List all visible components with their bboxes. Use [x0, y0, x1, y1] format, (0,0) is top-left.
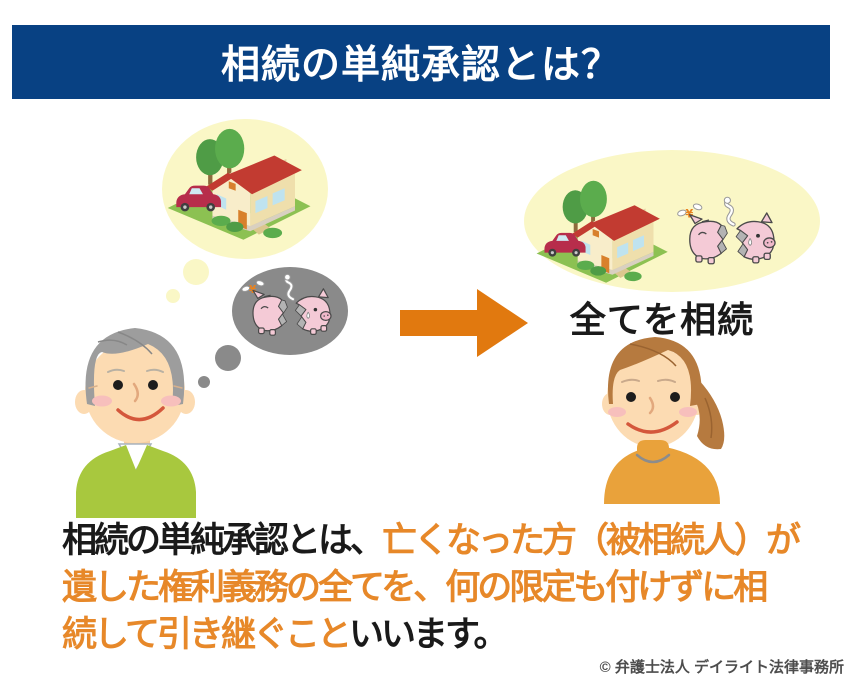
heir-woman-illustration [602, 337, 725, 504]
definition-paragraph: 相続の単純承認とは、亡くなった方（被相続人）が 遺した権利義務の全てを、何の限定… [62, 517, 822, 658]
title-bar: 相続の単純承認とは？ [12, 25, 830, 99]
result-label: 全てを相続 [569, 299, 755, 340]
arrow-right-icon [400, 289, 528, 357]
definition-orange-line2: 遺した権利義務の全てを、何の限定も付けずに相 [62, 568, 768, 607]
page-title: 相続の単純承認とは？ [220, 44, 621, 87]
copyright-notice: © 弁護士法人 デイライト法律事務所 [599, 659, 844, 676]
inherit-everything-bubble [524, 150, 820, 292]
definition-black-suffix: いいます。 [348, 615, 509, 654]
definition-orange-line1: 亡くなった方（被相続人）が [382, 521, 801, 560]
elderly-man-illustration [75, 328, 196, 518]
debts-thought-bubble [198, 267, 348, 388]
definition-orange-line3: 続して引き継ぐこと [62, 615, 352, 654]
definition-black-prefix: 相続の単純承認とは、 [62, 521, 385, 560]
assets-thought-bubble [162, 119, 328, 303]
